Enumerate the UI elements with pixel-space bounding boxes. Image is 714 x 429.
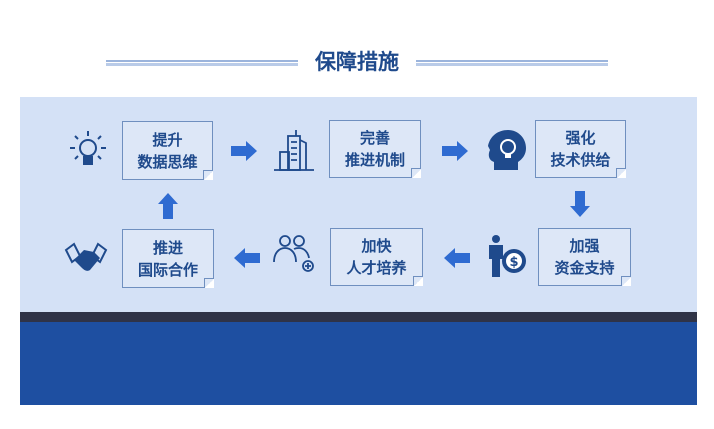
head-idea-icon bbox=[488, 130, 526, 170]
building-icon bbox=[274, 130, 314, 171]
svg-text:$: $ bbox=[509, 255, 518, 270]
step-box-5: 加快人才培养 bbox=[330, 228, 423, 286]
arrow-left-icon bbox=[234, 248, 260, 268]
step-line1: 推进 bbox=[152, 238, 183, 257]
people-add-icon bbox=[273, 235, 314, 272]
step-box-4: 加强资金支持 bbox=[538, 228, 631, 286]
step-line2: 推进机制 bbox=[344, 151, 405, 169]
arrow-down-icon bbox=[570, 191, 590, 217]
blue-band bbox=[20, 322, 697, 405]
step-line2: 资金支持 bbox=[554, 259, 615, 277]
title-line-right bbox=[416, 60, 608, 66]
arrow-left-icon bbox=[444, 248, 470, 268]
step-line1: 加快 bbox=[361, 237, 392, 255]
arrow-right-icon bbox=[442, 141, 468, 161]
step-box-2: 完善推进机制 bbox=[329, 120, 421, 178]
arrow-right-icon bbox=[231, 141, 257, 161]
step-line2: 人才培养 bbox=[346, 259, 407, 277]
step-box-6: 推进国际合作 bbox=[122, 229, 214, 288]
page-title: 保障措施 bbox=[315, 50, 399, 74]
step-line1: 强化 bbox=[565, 129, 596, 147]
step-line2: 技术供给 bbox=[550, 151, 611, 169]
arrow-up-icon bbox=[158, 193, 178, 219]
title-line-left bbox=[106, 60, 298, 66]
step-line2: 数据思维 bbox=[137, 152, 198, 171]
step-line1: 完善 bbox=[359, 129, 390, 147]
step-box-1: 提升数据思维 bbox=[122, 121, 213, 180]
step-line2: 国际合作 bbox=[137, 260, 198, 279]
dark-strip bbox=[20, 312, 697, 322]
step-box-3: 强化技术供给 bbox=[535, 120, 626, 178]
step-line1: 加强 bbox=[569, 237, 600, 255]
lightbulb-icon bbox=[70, 131, 106, 165]
step-line1: 提升 bbox=[152, 130, 183, 149]
businessman-money-icon: $ bbox=[489, 235, 526, 277]
handshake-icon bbox=[64, 242, 108, 271]
